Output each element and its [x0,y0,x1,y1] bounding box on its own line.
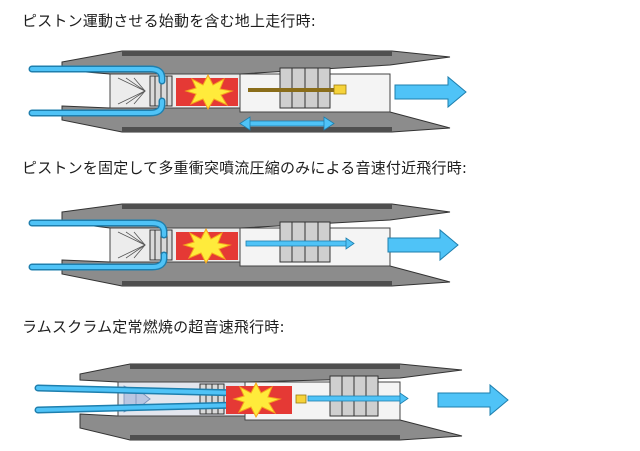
piston-assembly [199,383,225,415]
arrow-right-icon [437,383,509,417]
explosion-icon [182,227,232,265]
casing-top-edge-dark [130,364,400,369]
caption-transonic-flight: ピストンを固定して多重衝突噴流圧縮のみによる音速付近飛行時: [22,159,468,177]
casing-bottom-edge-dark [122,281,392,286]
casing-bottom-edge-dark [122,127,392,132]
intake-vanes [117,77,146,105]
double-arrow-icon [239,116,335,131]
caption-ground-operation: ピストン運動させる始動を含む地上走行時: [22,12,317,30]
engine-diagram-transonic [28,203,459,287]
casing-top-edge-dark [122,204,392,209]
air-inlet-flow [28,219,168,271]
air-inlet-flow [28,65,166,117]
arrow-right-icon [387,228,459,262]
fuel-injector [295,394,307,404]
explosion-icon [184,73,234,111]
jet-flow-arrow [307,392,409,405]
engine-diagram-ground [28,50,467,133]
intake-vanes [117,231,146,259]
jet-flow-arrow [245,237,355,250]
engine-diagram-hypersonic [34,363,509,441]
casing-bottom-edge-dark [130,435,400,440]
caption-hypersonic-flight: ラムスクラム定常燃焼の超音速飛行時: [22,318,285,336]
casing-top-edge-dark [122,51,392,56]
fuel-injector [333,84,347,95]
air-inlet-flow [34,384,244,414]
explosion-icon [232,381,282,419]
piston-rod [248,88,334,92]
arrow-right-icon [394,75,467,109]
